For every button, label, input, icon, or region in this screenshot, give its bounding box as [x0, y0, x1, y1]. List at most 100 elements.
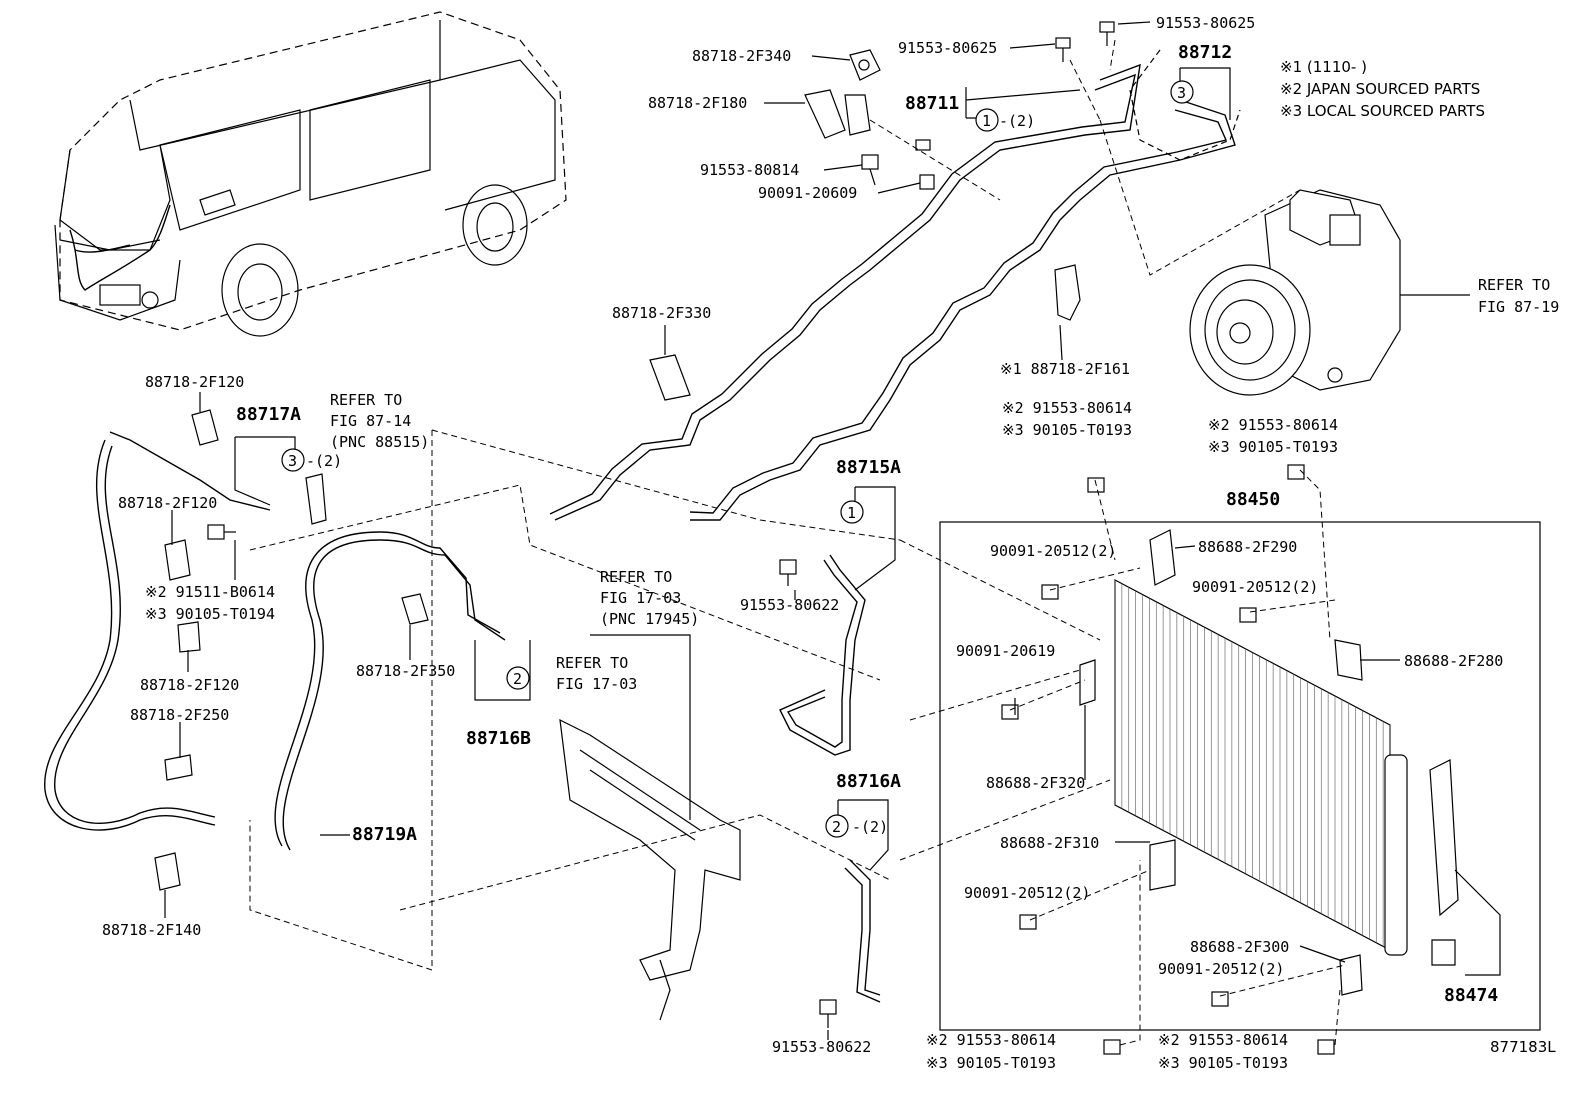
label-90105-T0193-c: ※3 90105-T0193	[926, 1054, 1056, 1072]
ref-17-03-line2: FIG 17-03	[600, 589, 681, 607]
clip-88718-2F180	[804, 89, 871, 139]
label-88450: 88450	[1226, 489, 1280, 510]
label-91553-80814: 91553-80814	[700, 161, 799, 179]
label-91553-80614-c: ※2 91553-80614	[926, 1031, 1056, 1049]
ref-87-14-line2: FIG 87-14	[330, 412, 411, 430]
label-90105-T0193-b: ※3 90105-T0193	[1208, 438, 1338, 456]
bolt-91553-80614-c	[1103, 1039, 1121, 1055]
clip-88718-2F120-b	[164, 539, 191, 581]
bolt-90091-20512-a	[1041, 584, 1059, 600]
label-88712: 88712	[1178, 42, 1232, 63]
bolt-91553-80622-a	[779, 559, 797, 586]
label-91553-80614-d: ※2 91553-80614	[1158, 1031, 1288, 1049]
ref-87-14-line3: (PNC 88515)	[330, 433, 429, 451]
callout-circles: 1 3 3 2 1 2	[281, 80, 1194, 838]
small-parts	[154, 21, 1335, 1055]
label-88718-2F250: 88718-2F250	[130, 706, 229, 724]
label-90091-20512-b: 90091-20512(2)	[1192, 578, 1318, 596]
label-88716A-qty: -(2)	[852, 818, 888, 836]
callout-3-88717a: 3	[288, 452, 297, 470]
note-3: ※3 LOCAL SOURCED PARTS	[1280, 102, 1485, 120]
clip-88718-2F120-c	[177, 621, 201, 653]
bolt-90091-20512-c	[1019, 914, 1037, 930]
dashed-guides	[249, 39, 1346, 1046]
bolt-90091-20609	[915, 139, 935, 190]
label-88718-2F340: 88718-2F340	[692, 47, 791, 65]
van-illustration	[54, 11, 567, 337]
label-88711-qty: -(2)	[999, 112, 1035, 130]
label-88474: 88474	[1444, 985, 1498, 1006]
label-88688-2F280: 88688-2F280	[1404, 652, 1503, 670]
bolt-91553-80625-b	[1099, 21, 1115, 46]
bolt-91553-80614-b	[1287, 464, 1305, 480]
label-91511-B0614: ※2 91511-B0614	[145, 583, 275, 601]
label-88718-2F120-c: 88718-2F120	[140, 676, 239, 694]
label-91553-80614-b: ※2 91553-80614	[1208, 416, 1338, 434]
clip-88718-2F330	[649, 354, 691, 401]
label-88688-2F320: 88688-2F320	[986, 774, 1085, 792]
label-88688-2F290: 88688-2F290	[1198, 538, 1297, 556]
note-1: ※1 (1110- )	[1280, 58, 1367, 76]
bolt-91511-B0614	[207, 524, 236, 540]
label-91553-80625-b: 91553-80625	[1156, 14, 1255, 32]
ref-17-03-line1: REFER TO	[600, 568, 672, 586]
label-90091-20512-c: 90091-20512(2)	[964, 884, 1090, 902]
ref-17-03-line3: (PNC 17945)	[600, 610, 699, 628]
bolt-91553-80614-d	[1317, 1039, 1335, 1055]
clip-88718-2F350	[401, 593, 429, 625]
label-90091-20512-a: 90091-20512(2)	[990, 542, 1116, 560]
label-88688-2F300: 88688-2F300	[1190, 938, 1289, 956]
label-91553-80614-a: ※2 91553-80614	[1002, 399, 1132, 417]
label-90091-20609: 90091-20609	[758, 184, 857, 202]
clip-88718-2F120-a	[191, 409, 219, 446]
figure-id: 877183L	[1490, 1038, 1556, 1056]
compressor-illustration	[1099, 49, 1470, 396]
expansion-valve	[305, 473, 327, 525]
note-2: ※2 JAPAN SOURCED PARTS	[1280, 80, 1480, 98]
callout-2-88716a: 2	[832, 818, 841, 836]
bolt-91553-80814	[861, 154, 879, 186]
desiccant-element	[1429, 759, 1459, 917]
label-88717A: 88717A	[236, 404, 301, 425]
label-90091-20619: 90091-20619	[956, 642, 1055, 660]
clip-88718-2F250	[164, 754, 193, 781]
pipe-lines	[44, 63, 1236, 1021]
label-90105-T0194: ※3 90105-T0194	[145, 605, 275, 623]
ref-87-14-line1: REFER TO	[330, 391, 402, 409]
clip-88718-2F140	[154, 852, 181, 891]
bolt-90091-20512-b	[1239, 607, 1257, 623]
label-88718-2F330: 88718-2F330	[612, 304, 711, 322]
ref-17-03-b-line1: REFER TO	[556, 654, 628, 672]
condenser-frame-box	[939, 521, 1541, 1031]
callout-2-88716b: 2	[513, 670, 522, 688]
label-90091-20512-d: 90091-20512(2)	[1158, 960, 1284, 978]
label-88715A: 88715A	[836, 457, 901, 478]
bolt-91553-80622-b	[819, 999, 837, 1028]
clip-88718-2F161	[1054, 264, 1081, 321]
label-88711: 88711	[905, 93, 959, 114]
label-88718-2F120-a: 88718-2F120	[145, 373, 244, 391]
label-88718-2F161: ※1 88718-2F161	[1000, 360, 1130, 378]
ref-17-03-b-line2: FIG 17-03	[556, 675, 637, 693]
label-88718-2F140: 88718-2F140	[102, 921, 201, 939]
label-90105-T0193-d: ※3 90105-T0193	[1158, 1054, 1288, 1072]
callout-1-88711: 1	[982, 112, 991, 130]
ref-87-19-line2: FIG 87-19	[1478, 298, 1559, 316]
label-91553-80622-b: 91553-80622	[772, 1038, 871, 1056]
label-91553-80625-a: 91553-80625	[898, 39, 997, 57]
label-90105-T0193-a: ※3 90105-T0193	[1002, 421, 1132, 439]
condenser-assembly	[939, 521, 1541, 1031]
label-88719A: 88719A	[352, 824, 417, 845]
part-labels: ※1 (1110- ) ※2 JAPAN SOURCED PARTS ※3 LO…	[102, 14, 1559, 1072]
leader-lines	[164, 21, 1501, 1040]
condenser-fins	[1114, 580, 1391, 950]
bolt-91553-80625-a	[1055, 37, 1071, 62]
label-88716A: 88716A	[836, 771, 901, 792]
clip-88718-2F340	[849, 49, 881, 81]
label-88718-2F120-b: 88718-2F120	[118, 494, 217, 512]
label-91553-80622-a: 91553-80622	[740, 596, 839, 614]
label-88718-2F350: 88718-2F350	[356, 662, 455, 680]
callout-1-88715a: 1	[847, 504, 856, 522]
label-88717A-qty: -(2)	[306, 452, 342, 470]
